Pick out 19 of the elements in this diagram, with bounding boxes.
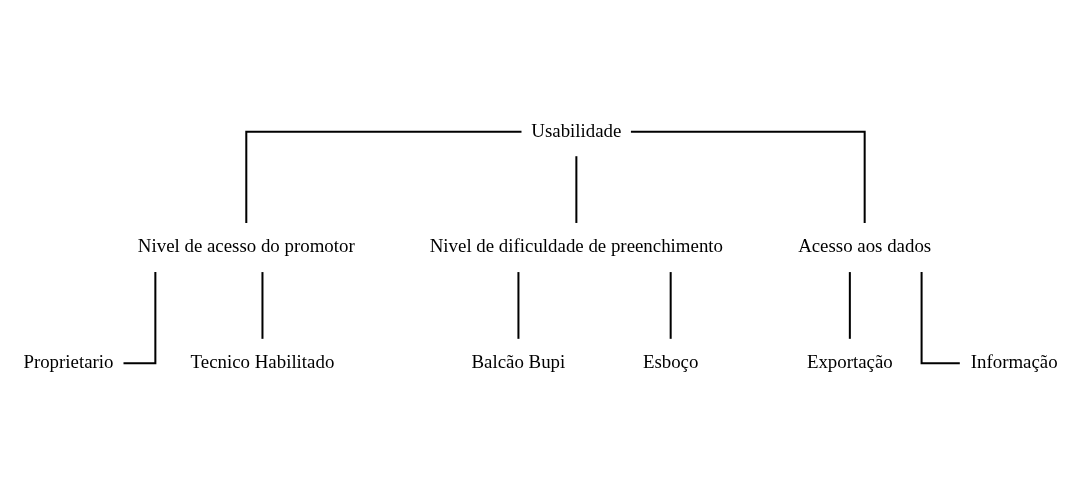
- connector: [245, 130, 522, 223]
- connector: [517, 271, 520, 339]
- node-text: Informação: [970, 350, 1058, 372]
- connector: [261, 271, 264, 339]
- node-text: Usabilidade: [531, 119, 622, 141]
- node-text: Tecnico Habilitado: [190, 350, 335, 372]
- node-text: Acesso aos dados: [798, 234, 932, 256]
- node-text: Esboço: [642, 350, 699, 372]
- connector: [920, 271, 960, 364]
- connector: [575, 155, 578, 223]
- node-text: Proprietario: [23, 350, 114, 372]
- connector: [630, 130, 866, 223]
- connector: [848, 271, 851, 339]
- connector: [669, 271, 672, 339]
- node-text: Exportação: [806, 350, 893, 372]
- node-text: Nivel de acesso do promotor: [137, 234, 355, 256]
- node-text: Nivel de dificuldade de preenchimento: [429, 234, 723, 256]
- node-text: Balcão Bupi: [471, 350, 566, 372]
- connector: [123, 271, 157, 364]
